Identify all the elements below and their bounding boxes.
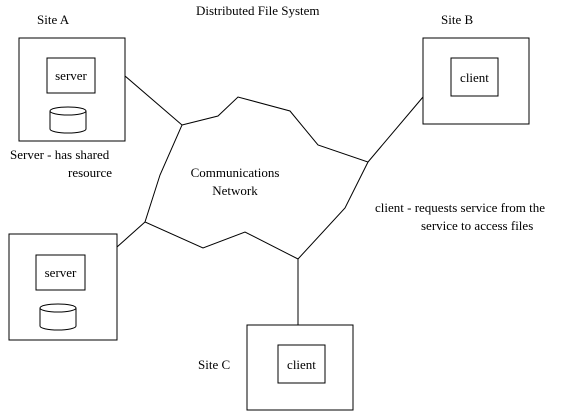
site-d-disk-icon <box>39 303 77 331</box>
site-a-server-box <box>46 57 96 94</box>
site-b-label: Site B <box>441 12 474 27</box>
client-note-line2: service to access files <box>421 218 534 233</box>
diagram-title: Distributed File System <box>196 3 320 18</box>
site-d-server-label: server <box>44 265 77 280</box>
site-c-client-label: client <box>287 357 316 372</box>
link-site-d <box>116 221 146 248</box>
network-label-line2: Network <box>212 183 258 198</box>
server-note-line2: resource <box>68 165 113 180</box>
link-site-a <box>124 75 183 126</box>
client-note-line1: client - requests service from the <box>375 200 546 215</box>
server-note-line1: Server - has shared <box>10 147 110 162</box>
site-a-label: Site A <box>37 12 70 27</box>
site-d-server-box <box>35 254 86 291</box>
site-b-client-label: client <box>460 70 489 85</box>
site-c-client-box <box>277 344 326 384</box>
network-label-line1: Communications <box>190 165 280 180</box>
site-c-label: Site C <box>198 357 231 372</box>
link-site-b <box>367 96 424 163</box>
site-a-disk-icon <box>49 106 87 134</box>
site-b-client-box <box>450 57 499 97</box>
site-a-server-label: server <box>55 68 87 83</box>
